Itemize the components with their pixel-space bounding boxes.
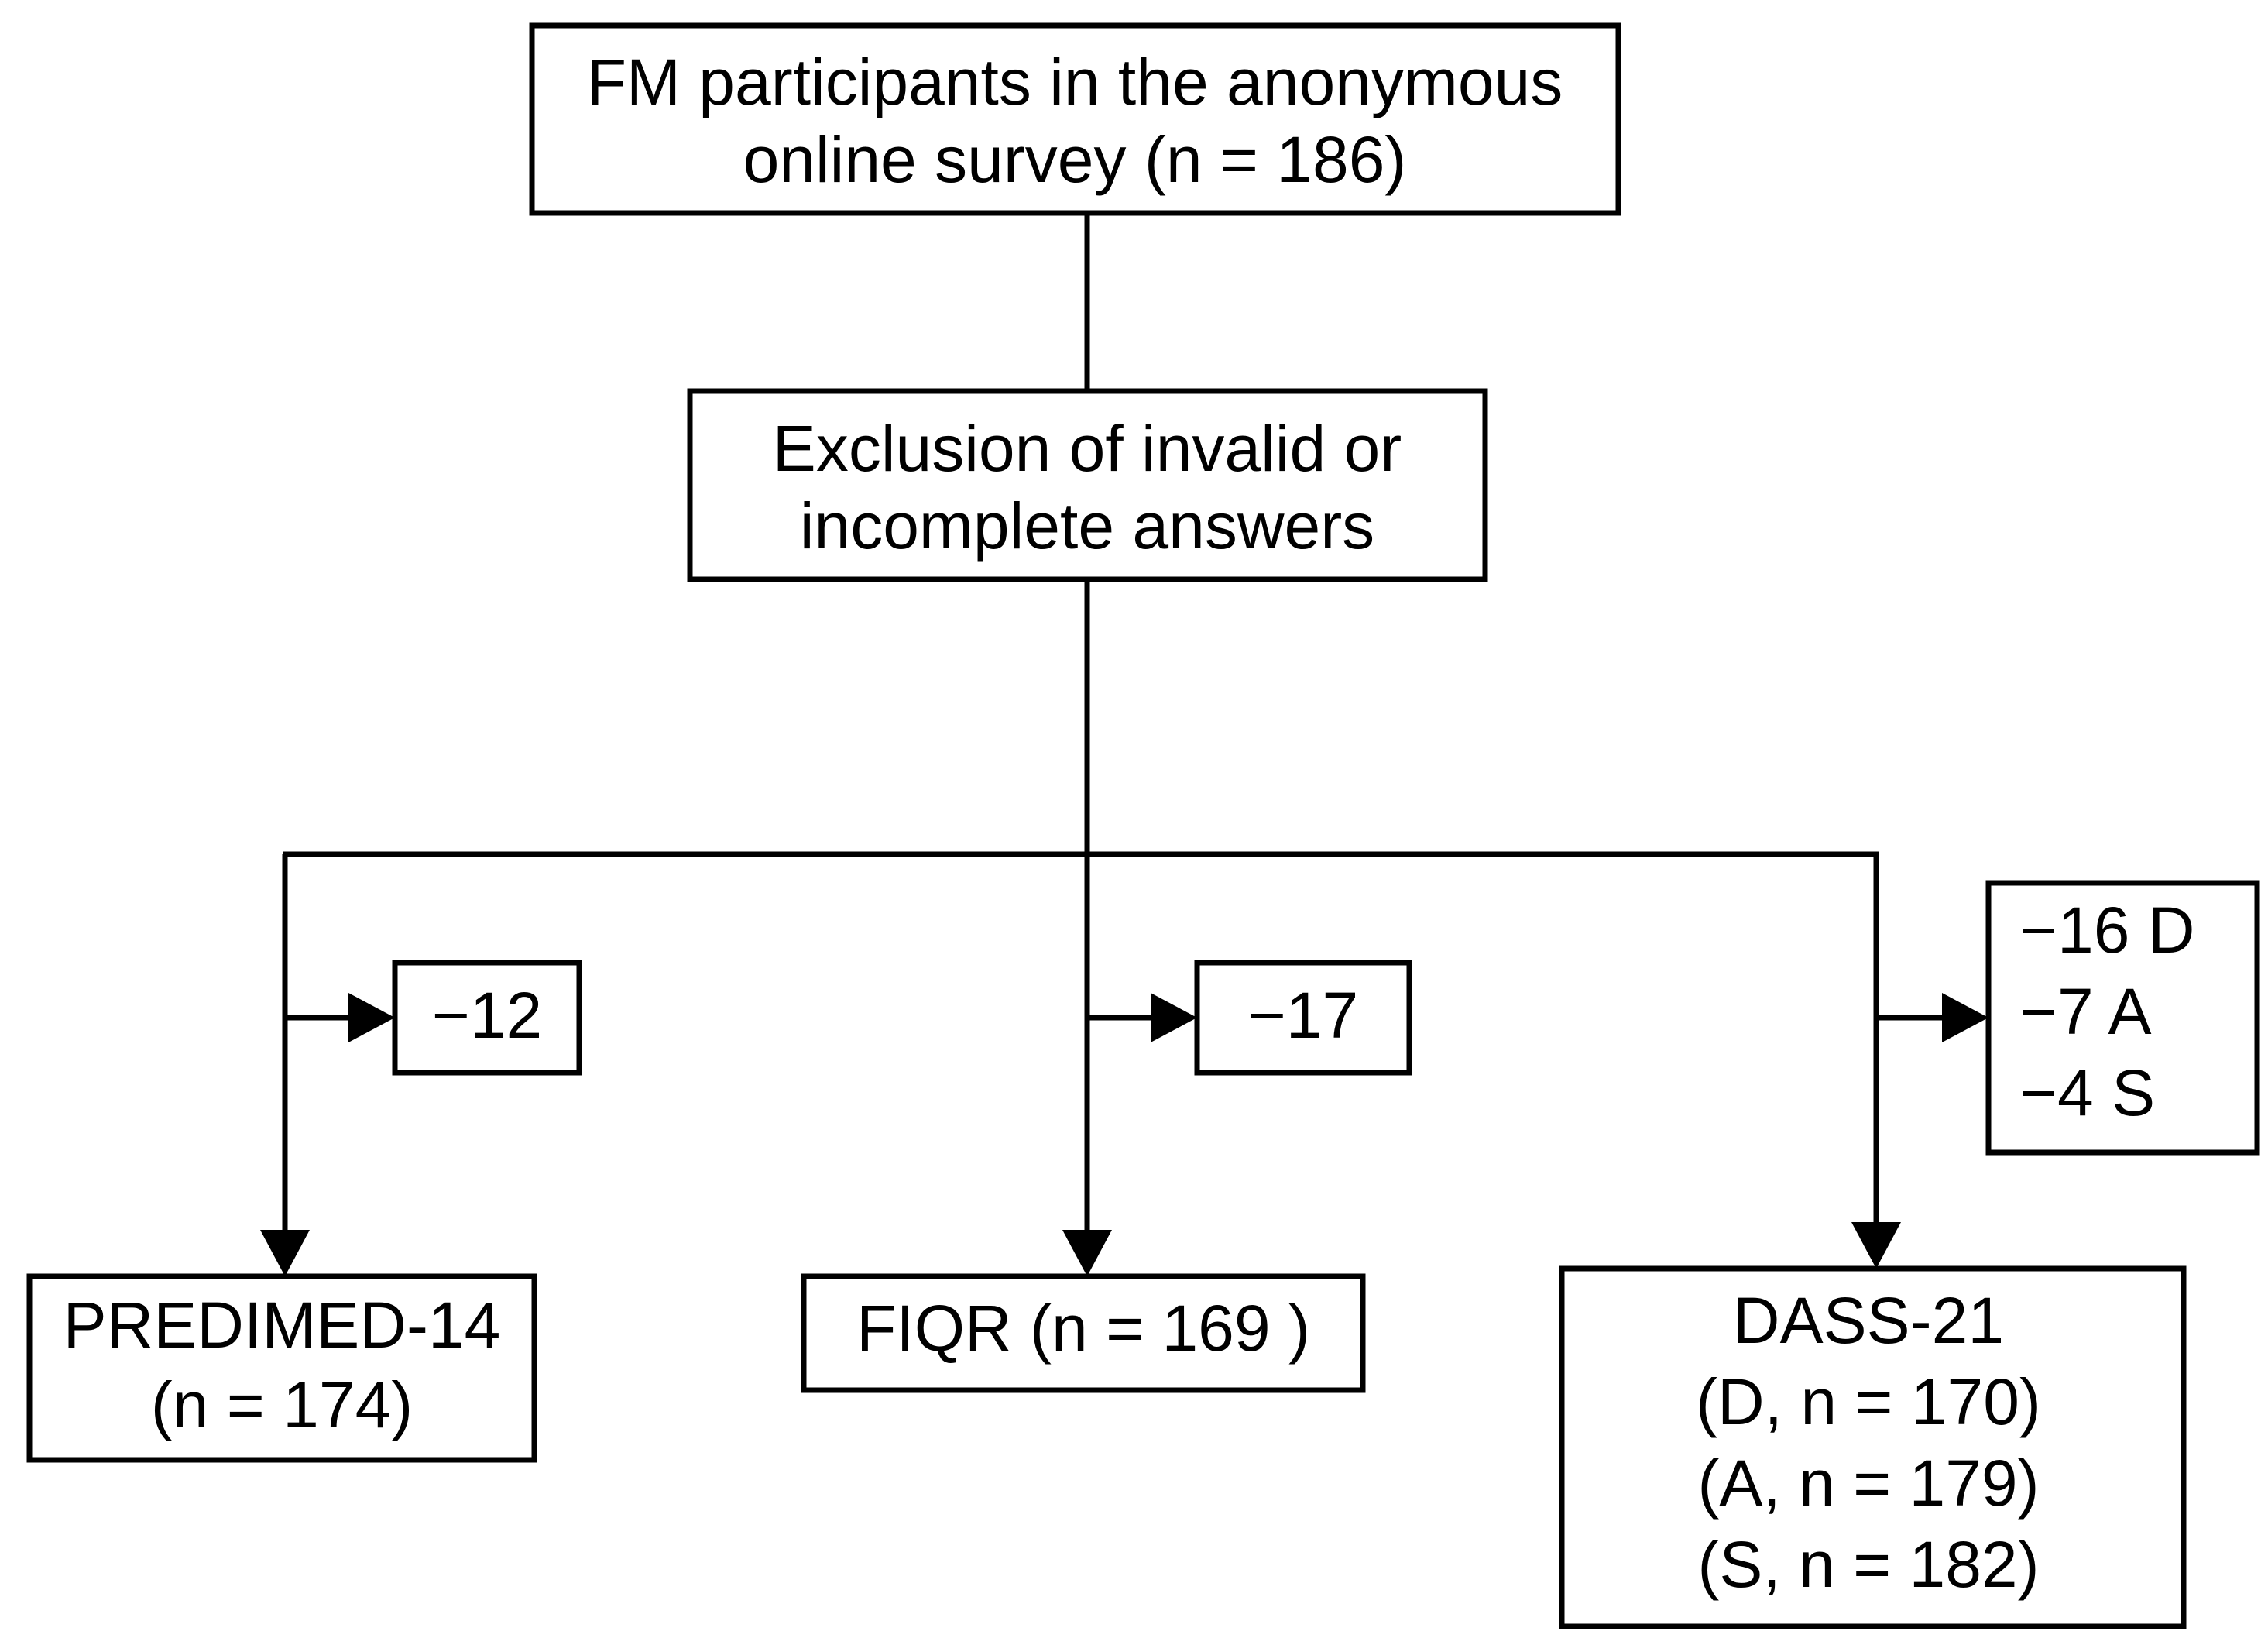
node-exclusion-step-line-1: Exclusion of invalid or — [773, 412, 1402, 485]
node-source-box[interactable] — [529, 22, 1621, 216]
node-outcome-dass-box[interactable] — [1559, 1265, 2187, 1629]
node-excluded-predimed-box[interactable] — [392, 960, 582, 1076]
node-exclusion-step-line-2: incomplete answers — [800, 489, 1374, 562]
node-outcome-dass-line-1: DASS-21 — [1733, 1284, 2004, 1357]
node-excluded-fiqr-box[interactable] — [1194, 960, 1412, 1076]
node-excluded-predimed-label: −12 — [432, 979, 543, 1052]
arrowhead-to-predimed-box — [260, 1230, 310, 1276]
node-outcome-fiqr-box[interactable] — [801, 1273, 1366, 1393]
node-outcome-dass-line-3: (A, n = 179) — [1697, 1447, 2039, 1520]
node-outcome-fiqr-line-1: FIQR (n = 169 ) — [856, 1292, 1310, 1365]
node-excluded-dass-line-3: −4 S — [2019, 1056, 2155, 1129]
arrowhead-to-dass-box — [1851, 1222, 1901, 1269]
node-excluded-dass-line-2: −7 A — [2019, 975, 2152, 1048]
node-outcome-dass-line-4: (S, n = 182) — [1697, 1528, 2039, 1601]
arrowhead-to-excluded-predimed-box — [348, 993, 395, 1042]
node-source-line-2: online survey (n = 186) — [743, 123, 1407, 196]
node-source-line-1: FM participants in the anonymous — [587, 46, 1563, 118]
node-exclusion-step-box[interactable] — [687, 388, 1488, 582]
node-outcome-predimed-line-1: PREDIMED-14 — [63, 1289, 501, 1362]
node-outcome-predimed-line-2: (n = 174) — [151, 1368, 413, 1441]
node-excluded-fiqr-label: −17 — [1248, 979, 1359, 1052]
arrowhead-to-excluded-dass-box — [1942, 993, 1988, 1042]
node-outcome-dass-line-2: (D, n = 170) — [1696, 1365, 2041, 1438]
arrowhead-to-excluded-fiqr-box — [1151, 993, 1197, 1042]
node-excluded-dass-box[interactable] — [1985, 880, 2260, 1156]
arrowhead-to-fiqr-box — [1062, 1230, 1112, 1276]
node-excluded-dass-line-1: −16 D — [2019, 894, 2195, 967]
node-outcome-predimed-box[interactable] — [26, 1273, 537, 1463]
